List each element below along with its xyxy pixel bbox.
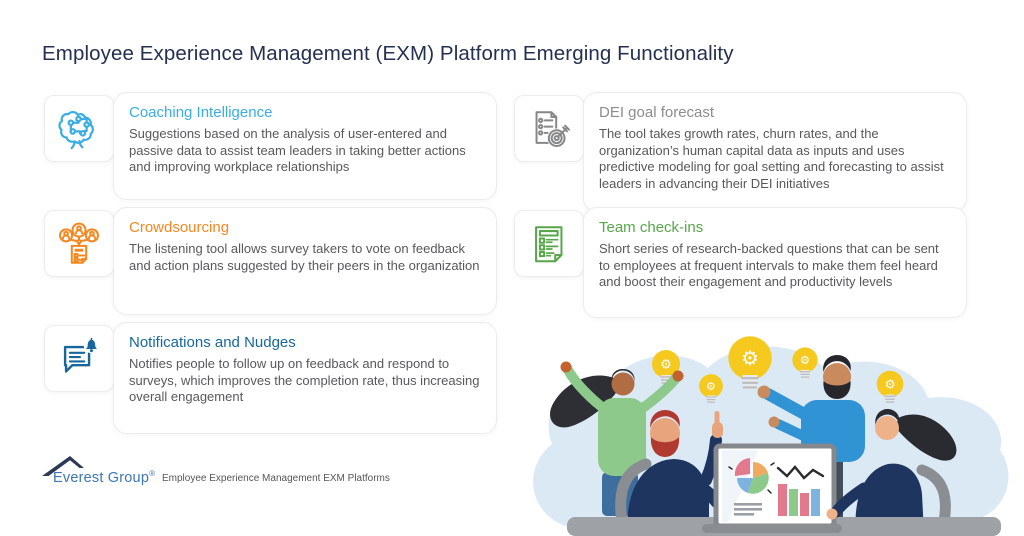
feature-description: The tool takes growth rates, churn rates… — [599, 126, 944, 191]
feature-card: Team check-ins Short series of research-… — [583, 207, 967, 318]
team-collaboration-illustration: ⚙ ⚙ ⚙ ⚙ ⚙ — [533, 336, 1009, 536]
svg-text:⚙: ⚙ — [741, 348, 759, 370]
card-team-check-ins: Team check-ins Short series of research-… — [514, 207, 967, 318]
card-coaching-intelligence: Coaching Intelligence Suggestions based … — [44, 92, 497, 200]
lightbulb-icon: ⚙ — [652, 350, 680, 384]
lightbulb-icon: ⚙ — [728, 336, 772, 389]
crowdsourcing-icon — [44, 210, 114, 277]
feature-description: Suggestions based on the analysis of use… — [129, 126, 466, 174]
feature-card: Crowdsourcing The listening tool allows … — [113, 207, 497, 315]
mountain-logo-icon — [42, 456, 84, 476]
lightbulb-icon: ⚙ — [699, 374, 723, 403]
svg-text:⚙: ⚙ — [884, 377, 895, 391]
feature-title: Team check-ins — [599, 219, 704, 236]
feature-card: Notifications and Nudges Notifies people… — [113, 322, 497, 434]
checklist-icon — [514, 210, 584, 277]
chat-bell-icon — [44, 325, 114, 392]
svg-text:⚙: ⚙ — [660, 357, 672, 372]
lightbulb-icon: ⚙ — [876, 370, 904, 403]
checklist-target-icon — [514, 95, 584, 162]
card-notifications-and-nudges: Notifications and Nudges Notifies people… — [44, 322, 497, 434]
brain-circuit-icon — [44, 95, 114, 162]
feature-title: Coaching Intelligence — [129, 104, 273, 121]
logo-caption: Employee Experience Management EXM Platf… — [162, 473, 390, 484]
everest-group-logo: Everest Group® Employee Experience Manag… — [40, 454, 470, 496]
feature-description: The listening tool allows survey takers … — [129, 241, 480, 273]
feature-card: DEI goal forecast The tool takes growth … — [583, 92, 967, 212]
registered-mark: ® — [149, 469, 156, 478]
lightbulb-icon: ⚙ — [792, 347, 818, 378]
brand-name: Everest Group® — [53, 469, 156, 486]
reaching-arm — [826, 482, 870, 520]
laptop-illustration — [702, 443, 842, 533]
feature-title: Crowdsourcing — [129, 219, 230, 236]
cheering-woman-illustration — [550, 361, 684, 516]
seated-woman-illustration — [855, 409, 957, 536]
feature-description: Notifies people to follow up on feedback… — [129, 356, 480, 404]
feature-card: Coaching Intelligence Suggestions based … — [113, 92, 497, 200]
feature-title: Notifications and Nudges — [129, 334, 296, 351]
svg-text:⚙: ⚙ — [800, 354, 810, 367]
page-title: Employee Experience Management (EXM) Pla… — [42, 42, 734, 65]
card-crowdsourcing: Crowdsourcing The listening tool allows … — [44, 207, 497, 315]
feature-description: Short series of research-backed question… — [599, 241, 939, 289]
feature-title: DEI goal forecast — [599, 104, 715, 121]
card-dei-goal-forecast: DEI goal forecast The tool takes growth … — [514, 92, 967, 212]
svg-text:⚙: ⚙ — [706, 381, 716, 393]
